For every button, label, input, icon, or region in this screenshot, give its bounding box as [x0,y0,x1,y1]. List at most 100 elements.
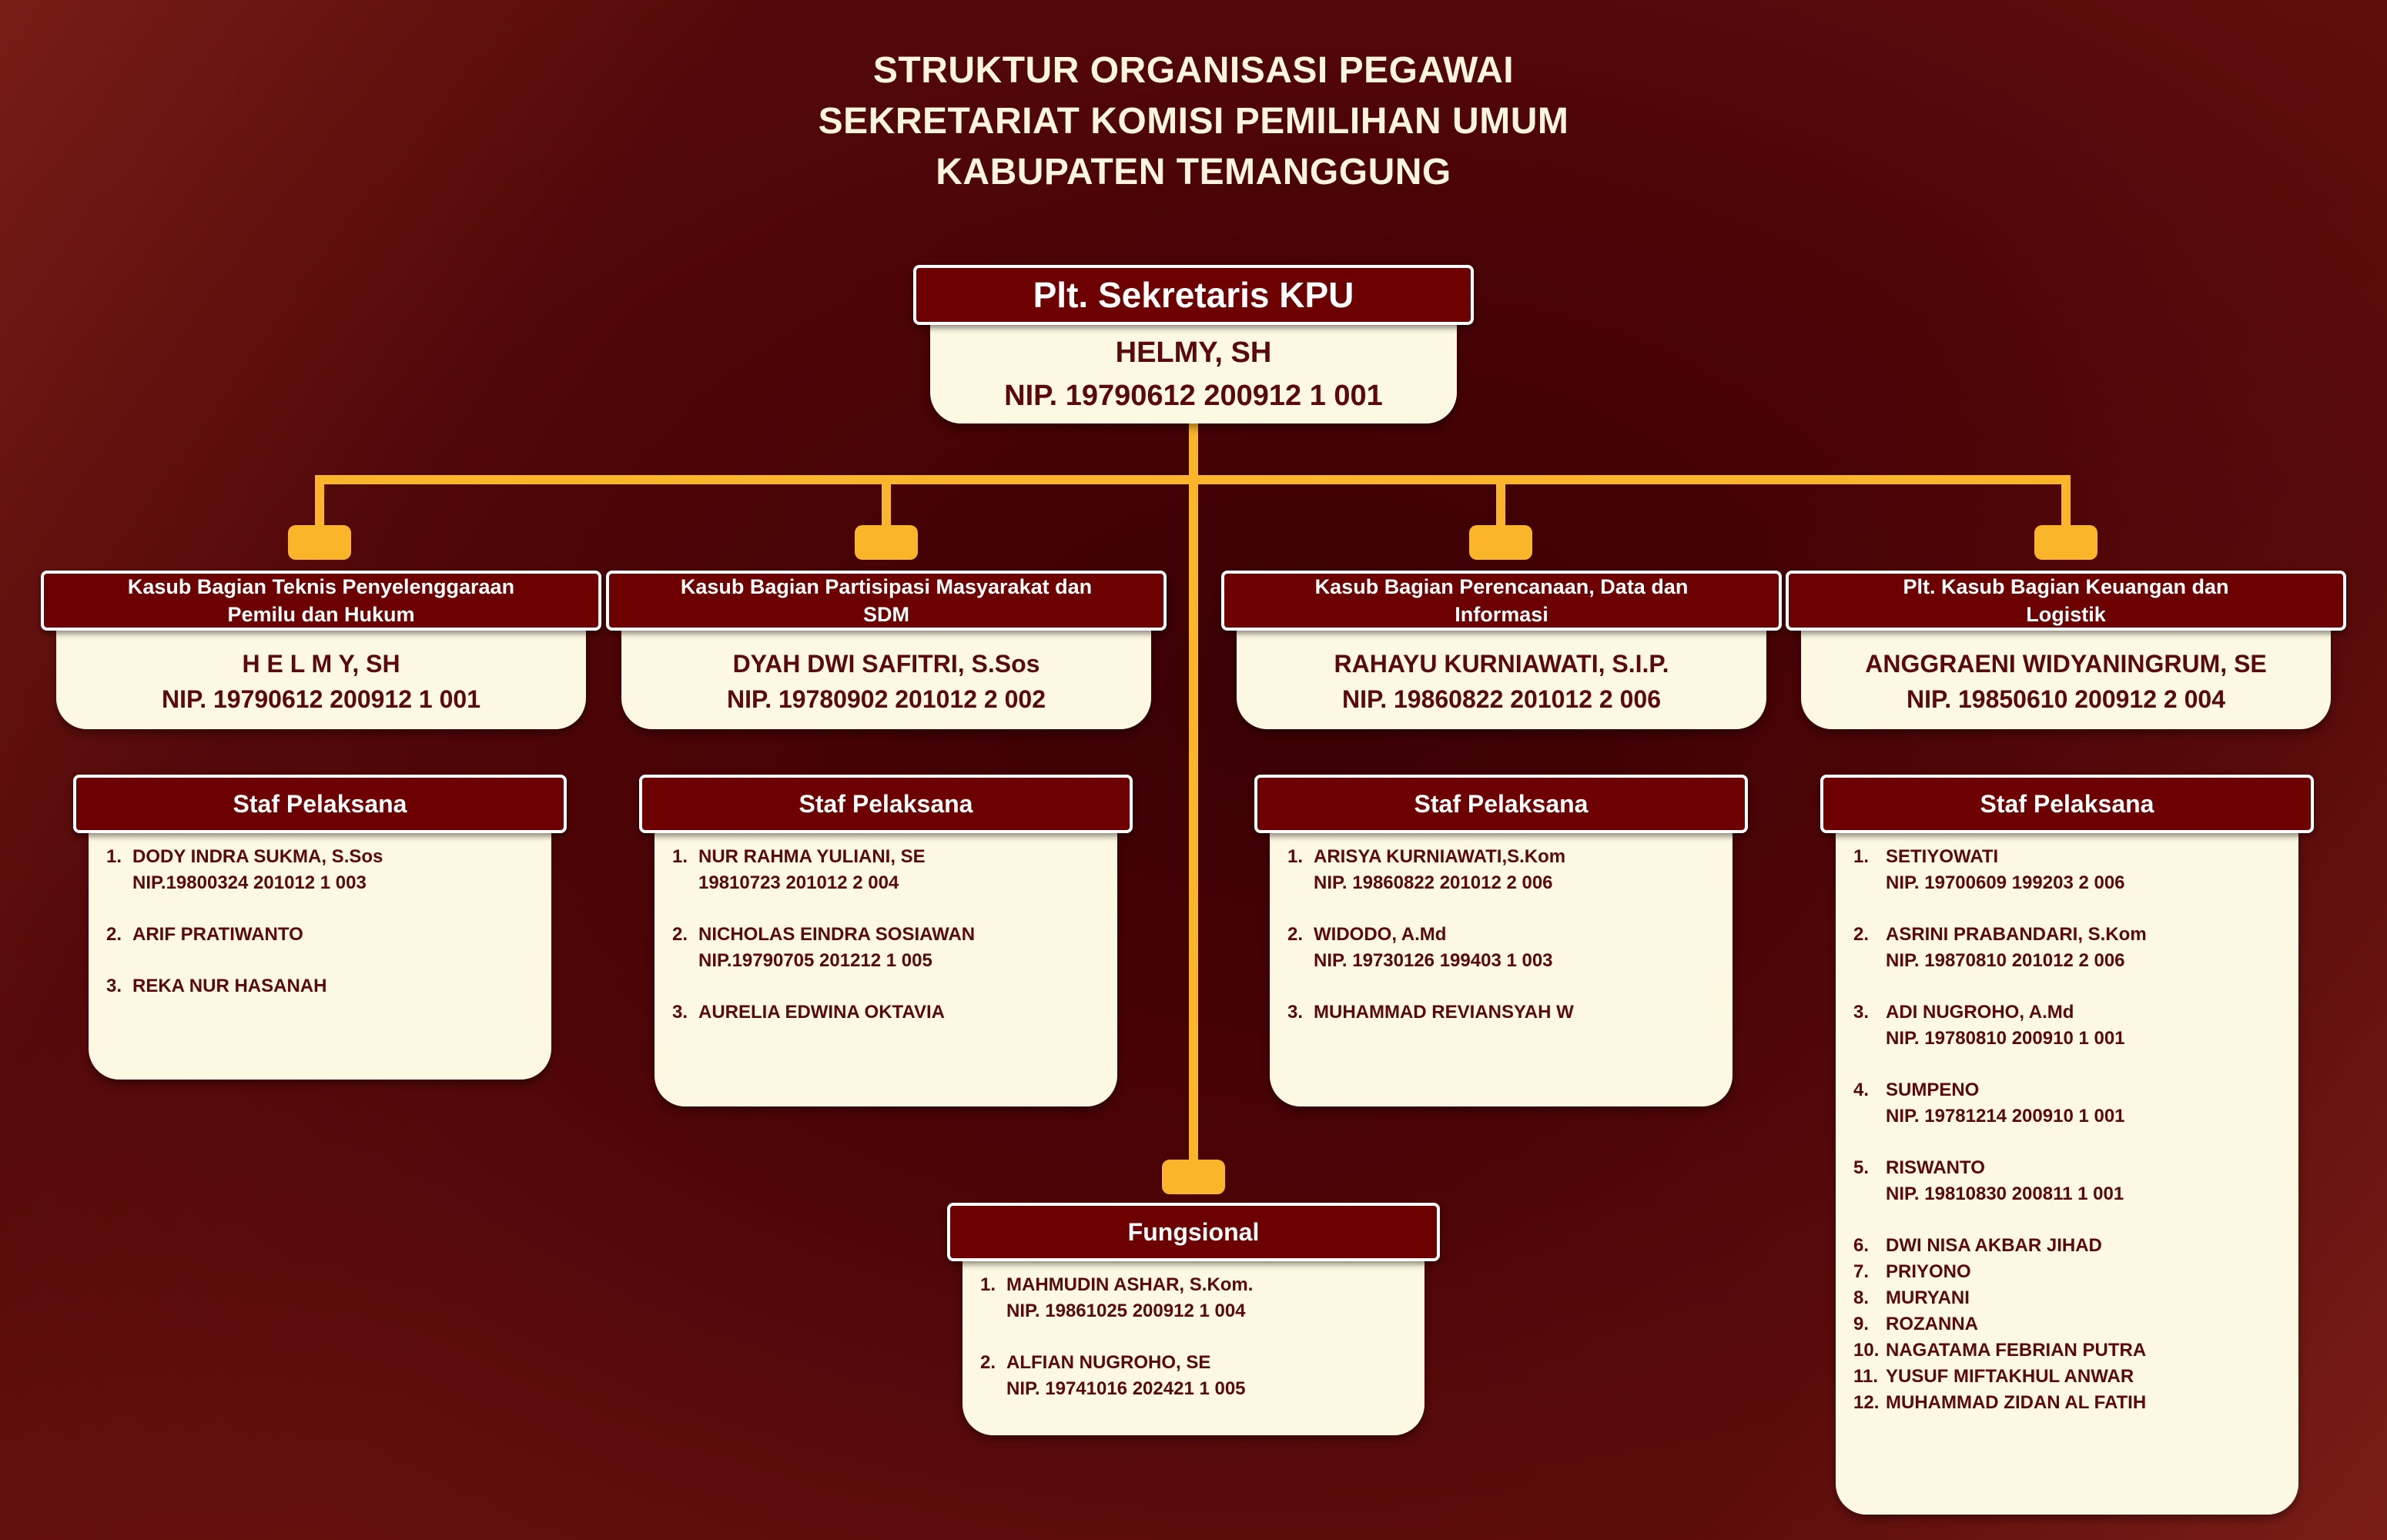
division-head-nip: NIP. 19860822 201012 2 006 [1341,685,1661,713]
division-title-line-2: Pemilu dan Hukum [227,603,415,626]
staff-number: 8. [1853,1287,1870,1308]
division-head-name: ANGGRAENI WIDYANINGRUM, SE [1865,650,2267,678]
staff-nip-row: 19810723 201012 2 004 [672,870,1117,896]
division-head-body: ANGGRAENI WIDYANINGRUM, SE NIP. 19850610 … [1801,629,2331,729]
connector-drop-4 [2061,475,2071,529]
staff-list-item: 8. MURYANI [1853,1285,2298,1311]
staff-name: NICHOLAS EINDRA SOSIAWAN [698,924,976,945]
staff-name: ADI NUGROHO, A.Md [1886,1002,2074,1023]
fungsional-header: Fungsional [947,1203,1440,1261]
division-head-nip: NIP. 19790612 200912 1 001 [161,685,480,713]
staff-row: 5.RISWANTO [1853,1155,2298,1181]
staff-row: 2.WIDODO, A.Md [1287,922,1732,948]
staff-nip-row: NIP.19800324 201012 1 003 [106,870,551,896]
staff-number: 7. [1853,1261,1870,1282]
staff-name: MAHMUDIN ASHAR, S.Kom. [1006,1274,1254,1295]
staff-nip: NIP.19800324 201012 1 003 [132,872,367,893]
staff-row: 10.NAGATAMA FEBRIAN PUTRA [1853,1337,2298,1364]
staff-number: 5. [1853,1157,1870,1178]
division-title-line-1: Kasub Bagian Teknis Penyelenggaraan [127,575,515,598]
staff-nip: NIP. 19700609 199203 2 006 [1886,872,2125,893]
staff-name: MURYANI [1886,1287,1970,1308]
staff-name: ARIF PRATIWANTO [132,924,303,945]
staff-header: Staf Pelaksana [1820,775,2314,833]
staff-nip: NIP. 19810830 200811 1 001 [1886,1183,2124,1204]
staff-number-spacer [1853,948,1886,974]
staff-row: 11.YUSUF MIFTAKHUL ANWAR [1853,1364,2298,1390]
staff-row: 7.PRIYONO [1853,1259,2298,1285]
staff-number: 2. [1853,924,1870,945]
staff-row: 1.SETIYOWATI [1853,844,2298,870]
division-title-line-1: Kasub Bagian Perencanaan, Data dan [1314,575,1689,598]
staff-list: 1.MAHMUDIN ASHAR, S.Kom.NIP. 19861025 20… [962,1260,1424,1402]
staff-row: 1. MAHMUDIN ASHAR, S.Kom. [980,1272,1424,1298]
staff-nip-row: NIP. 19741016 202421 1 005 [980,1376,1424,1402]
staff-row: 8. MURYANI [1853,1285,2298,1311]
staff-number: 1. [1853,846,1870,867]
staff-name: NUR RAHMA YULIANI, SE [698,846,926,867]
staff-list-item: 11.YUSUF MIFTAKHUL ANWAR [1853,1364,2298,1390]
staff-number: 2. [980,1352,996,1373]
staff-row: 2. ASRINI PRABANDARI, S.Kom [1853,922,2298,948]
staff-list-item: 1.MAHMUDIN ASHAR, S.Kom.NIP. 19861025 20… [980,1272,1424,1324]
staff-number: 1. [980,1274,996,1295]
staff-number: 3. [1853,1002,1870,1023]
connector-cap-4 [2034,525,2097,560]
staff-header: Staf Pelaksana [1254,775,1748,833]
staff-row: 1.NUR RAHMA YULIANI, SE [672,844,1117,870]
staff-row: 3.MUHAMMAD REVIANSYAH W [1287,999,1732,1026]
connector-main-vertical [1189,424,1198,1163]
staff-nip: 19810723 201012 2 004 [698,872,899,893]
staff-row: 2.ARIF PRATIWANTO [106,922,551,948]
staff-nip: NIP. 19741016 202421 1 005 [1006,1378,1246,1399]
head-body: HELMY, SH NIP. 19790612 200912 1 001 [930,324,1457,424]
staff-number: 1. [1287,846,1304,867]
staff-name: SUMPENO [1886,1080,1980,1100]
staff-number-spacer [1287,870,1314,896]
staff-name: ALFIAN NUGROHO, SE [1006,1352,1211,1373]
division-title-line-2: Logistik [2026,603,2106,626]
division-title-line-2: SDM [863,603,909,626]
staff-row: 1.DODY INDRA SUKMA, S.Sos [106,844,551,870]
division-head-nip: NIP. 19780902 201012 2 002 [726,685,1046,713]
staff-number-spacer [672,870,698,896]
staff-row: 2.NICHOLAS EINDRA SOSIAWAN [672,922,1117,948]
staff-name: ROZANNA [1886,1314,1978,1334]
staff-name: AURELIA EDWINA OKTAVIA [698,1002,945,1023]
staff-name: YUSUF MIFTAKHUL ANWAR [1886,1366,2134,1387]
staff-number-spacer [106,870,132,896]
staff-name: WIDODO, A.Md [1314,924,1447,945]
staff-name: DODY INDRA SUKMA, S.Sos [132,846,383,867]
staff-row: 3.AURELIA EDWINA OKTAVIA [672,999,1117,1026]
staff-header: Staf Pelaksana [73,775,567,833]
division-head-nip: NIP. 19850610 200912 2 004 [1906,685,2225,713]
staff-name: ASRINI PRABANDARI, S.Kom [1886,924,2147,945]
staff-name: REKA NUR HASANAH [132,976,327,996]
division-title-line-2: Informasi [1455,603,1548,626]
connector-drop-2 [882,475,891,529]
staff-row: 3.REKA NUR HASANAH [106,973,551,999]
staff-list-item: 6.DWI NISA AKBAR JIHAD [1853,1233,2298,1259]
staff-nip-row: NIP. 19780810 200910 1 001 [1853,1026,2298,1052]
staff-name: MUHAMMAD REVIANSYAH W [1314,1002,1574,1023]
connector-drop-1 [315,475,324,529]
title-line-3: KABUPATEN TEMANGGUNG [936,152,1451,192]
staff-nip-row: NIP. 19810830 200811 1 001 [1853,1181,2298,1207]
division-title-line-1: Plt. Kasub Bagian Keuangan dan [1903,575,2229,598]
connector-cap-1 [288,525,351,560]
staff-name: ARISYA KURNIAWATI,S.Kom [1314,846,1566,867]
staff-nip: NIP. 19780810 200910 1 001 [1886,1028,2125,1049]
staff-row: 1. ARISYA KURNIAWATI,S.Kom [1287,844,1732,870]
